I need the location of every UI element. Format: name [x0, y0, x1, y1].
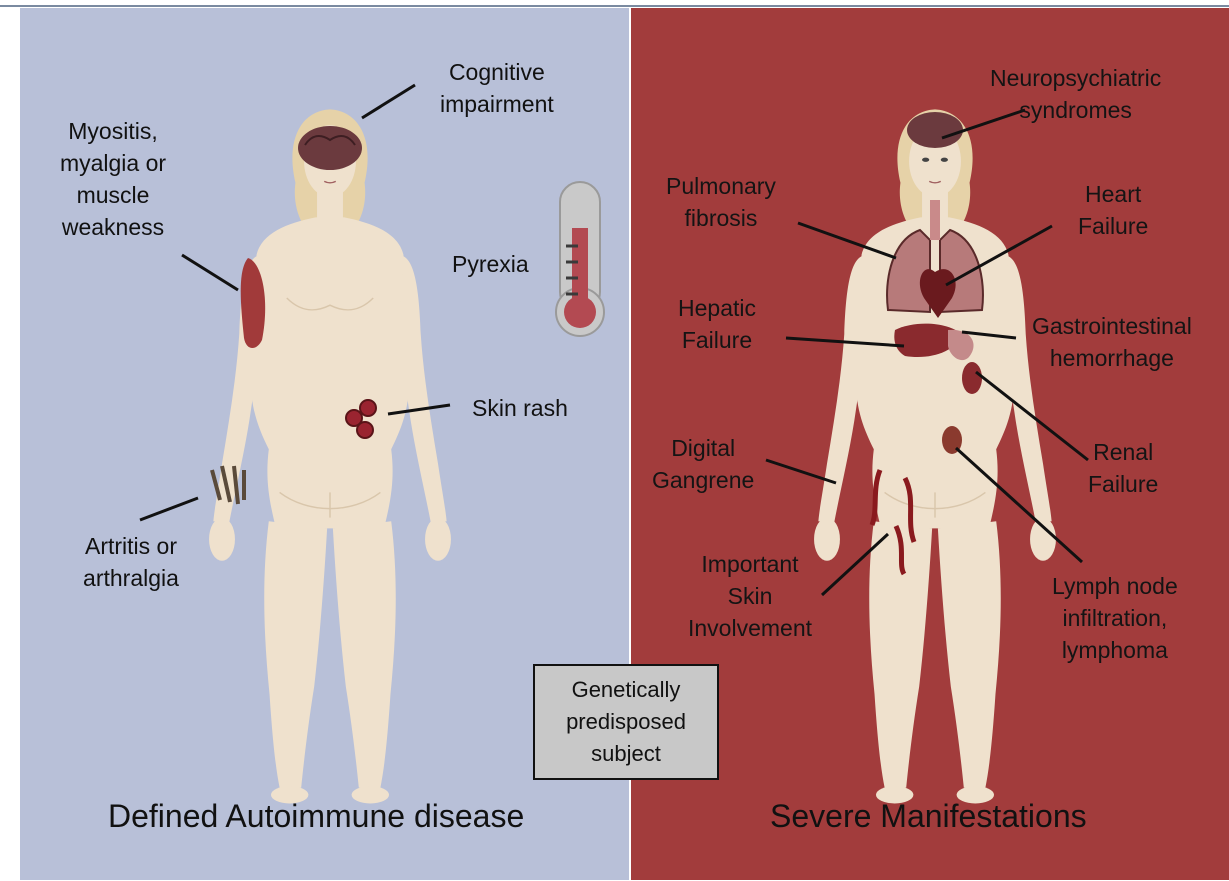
- rash-dot-3: [357, 422, 373, 438]
- label-skin-involvement: Important Skin Involvement: [688, 548, 812, 644]
- label-pyrexia: Pyrexia: [452, 248, 529, 280]
- right-brain-icon: [907, 112, 963, 148]
- label-neuro: Neuropsychiatric syndromes: [990, 62, 1161, 126]
- label-skin-involvement-line1: Important: [688, 548, 812, 580]
- label-cognitive-line2: impairment: [440, 88, 554, 120]
- label-skin-involvement-line3: Involvement: [688, 612, 812, 644]
- label-skin-rash: Skin rash: [472, 392, 568, 424]
- label-myositis-line1: Myositis,: [48, 115, 178, 147]
- label-hepatic: Hepatic Failure: [678, 292, 756, 356]
- genetic-predisposition-box: Genetically predisposed subject: [533, 664, 719, 780]
- label-digital-line2: Gangrene: [652, 464, 754, 496]
- kidney-icon: [962, 362, 982, 394]
- trachea-icon: [930, 200, 940, 240]
- label-arthritis: Artritis or arthralgia: [66, 530, 196, 594]
- box-line3: subject: [591, 738, 661, 770]
- label-pulmonary: Pulmonary fibrosis: [666, 170, 776, 234]
- label-cognitive-line1: Cognitive: [440, 56, 554, 88]
- box-line1: Genetically: [572, 674, 681, 706]
- label-hepatic-line2: Failure: [678, 324, 756, 356]
- label-arthritis-line1: Artritis or: [66, 530, 196, 562]
- label-heart-line1: Heart: [1078, 178, 1148, 210]
- box-line2: predisposed: [566, 706, 686, 738]
- label-cognitive: Cognitive impairment: [440, 56, 554, 120]
- label-myositis: Myositis, myalgia or muscle weakness: [48, 115, 178, 243]
- label-neuro-line1: Neuropsychiatric: [990, 62, 1161, 94]
- left-caption: Defined Autoimmune disease: [108, 798, 524, 835]
- label-skin-involvement-line2: Skin: [688, 580, 812, 612]
- label-pulmonary-line1: Pulmonary: [666, 170, 776, 202]
- label-digital: Digital Gangrene: [652, 432, 754, 496]
- thermometer-icon: [556, 182, 604, 336]
- label-myositis-line3: muscle: [48, 179, 178, 211]
- label-gi-line2: hemorrhage: [1032, 342, 1192, 374]
- label-lymph-line3: lymphoma: [1052, 634, 1178, 666]
- label-renal-line2: Failure: [1088, 468, 1158, 500]
- label-gi-line1: Gastrointestinal: [1032, 310, 1192, 342]
- label-pulmonary-line2: fibrosis: [666, 202, 776, 234]
- label-myositis-line4: weakness: [48, 211, 178, 243]
- right-caption: Severe Manifestations: [770, 798, 1087, 835]
- label-hepatic-line1: Hepatic: [678, 292, 756, 324]
- label-lymph-line1: Lymph node: [1052, 570, 1178, 602]
- label-renal: Renal Failure: [1088, 436, 1158, 500]
- label-lymph-line2: infiltration,: [1052, 602, 1178, 634]
- label-heart: Heart Failure: [1078, 178, 1148, 242]
- label-renal-line1: Renal: [1088, 436, 1158, 468]
- label-arthritis-line2: arthralgia: [66, 562, 196, 594]
- left-brain-icon: [298, 126, 362, 170]
- label-neuro-line2: syndromes: [990, 94, 1161, 126]
- label-gi: Gastrointestinal hemorrhage: [1032, 310, 1192, 374]
- label-lymph: Lymph node infiltration, lymphoma: [1052, 570, 1178, 666]
- label-digital-line1: Digital: [652, 432, 754, 464]
- rash-dot-2: [360, 400, 376, 416]
- label-heart-line2: Failure: [1078, 210, 1148, 242]
- label-myositis-line2: myalgia or: [48, 147, 178, 179]
